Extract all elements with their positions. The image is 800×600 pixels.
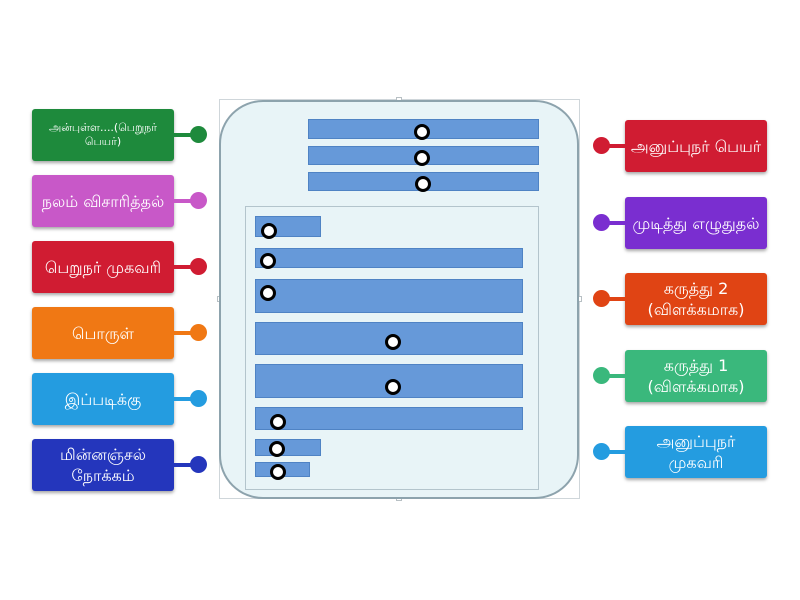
letter-body-frame: [245, 206, 539, 490]
left-label-tile[interactable]: நலம் விசாரித்தல்: [32, 175, 174, 227]
tile-label: பெறுநர் முகவரி: [44, 257, 162, 277]
right-label-tile[interactable]: அனுப்புநர் பெயர்: [625, 120, 767, 172]
right-label-tile[interactable]: கருத்து 2 (விளக்கமாக): [625, 273, 767, 325]
slot-closing-1: [255, 439, 321, 456]
connector-line: [174, 463, 194, 467]
slot-body-2: [255, 248, 523, 268]
drop-target[interactable]: [270, 414, 286, 430]
left-label-tile[interactable]: பெறுநர் முகவரி: [32, 241, 174, 293]
tile-label: இப்படிக்கு: [64, 389, 142, 409]
connector-dot[interactable]: [593, 137, 610, 154]
connector-line: [606, 374, 626, 378]
right-label-tile[interactable]: கருத்து 1 (விளக்கமாக): [625, 350, 767, 402]
tile-label: அன்புள்ள....(பெறுநர் பெயர்): [49, 121, 157, 148]
drop-target[interactable]: [270, 464, 286, 480]
connector-dot[interactable]: [593, 443, 610, 460]
tile-label: நலம் விசாரித்தல்: [41, 191, 165, 211]
tile-label: பொருள்: [72, 323, 134, 343]
drop-target[interactable]: [261, 223, 277, 239]
left-label-tile[interactable]: அன்புள்ள....(பெறுநர் பெயர்): [32, 109, 174, 161]
tile-label: கருத்து 2 (விளக்கமாக): [647, 279, 745, 319]
drop-target[interactable]: [415, 176, 431, 192]
drop-target[interactable]: [260, 285, 276, 301]
connector-line: [174, 265, 194, 269]
tile-label: முடித்து எழுதுதல்: [632, 213, 760, 233]
tile-label: அனுப்புநர் முகவரி: [656, 432, 736, 472]
drop-target[interactable]: [385, 334, 401, 350]
slot-body-6: [255, 407, 523, 430]
connector-line: [606, 450, 626, 454]
drop-target[interactable]: [414, 150, 430, 166]
connector-line: [174, 133, 194, 137]
drop-target[interactable]: [414, 124, 430, 140]
slot-body-3: [255, 279, 523, 313]
left-label-tile[interactable]: பொருள்: [32, 307, 174, 359]
connector-dot[interactable]: [190, 390, 207, 407]
connector-dot[interactable]: [190, 324, 207, 341]
connector-dot[interactable]: [593, 367, 610, 384]
tile-label: கருத்து 1 (விளக்கமாக): [647, 356, 745, 396]
tile-label: அனுப்புநர் பெயர்: [630, 136, 762, 156]
drop-target[interactable]: [385, 379, 401, 395]
connector-line: [606, 297, 626, 301]
right-label-tile[interactable]: அனுப்புநர் முகவரி: [625, 426, 767, 478]
connector-dot[interactable]: [593, 214, 610, 231]
connector-line: [174, 397, 194, 401]
connector-dot[interactable]: [190, 126, 207, 143]
tile-label: மின்னஞ்சல் நோக்கம்: [59, 445, 147, 485]
drop-target[interactable]: [260, 253, 276, 269]
connector-line: [174, 199, 194, 203]
connector-dot[interactable]: [190, 258, 207, 275]
drop-target[interactable]: [269, 441, 285, 457]
connector-line: [606, 221, 626, 225]
right-label-tile[interactable]: முடித்து எழுதுதல்: [625, 197, 767, 249]
left-label-tile[interactable]: மின்னஞ்சல் நோக்கம்: [32, 439, 174, 491]
left-label-tile[interactable]: இப்படிக்கு: [32, 373, 174, 425]
connector-dot[interactable]: [190, 192, 207, 209]
connector-line: [606, 144, 626, 148]
connector-dot[interactable]: [593, 290, 610, 307]
connector-line: [174, 331, 194, 335]
connector-dot[interactable]: [190, 456, 207, 473]
